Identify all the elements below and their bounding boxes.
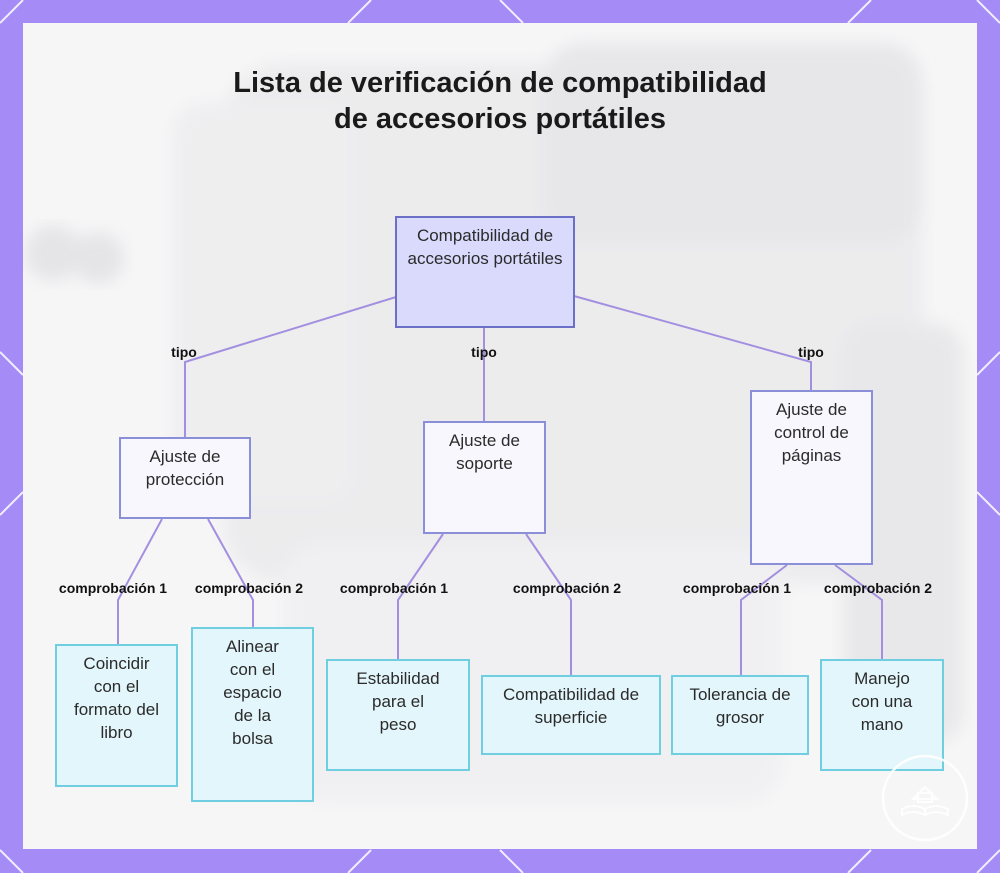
category-label-proteccion: Ajuste de protección <box>145 447 225 489</box>
check-label-estabilidad-peso: Estabilidad para el peso <box>356 669 440 734</box>
category-node-soporte: Ajuste de soporte <box>423 421 546 534</box>
connector-root-cat1 <box>184 296 397 438</box>
category-label-soporte: Ajuste de soporte <box>449 431 520 473</box>
book-emblem-icon <box>881 754 969 842</box>
check-label-compatibilidad-superficie: Compatibilidad de superficie <box>502 685 640 727</box>
check-label-tolerancia-grosor: Tolerancia de grosor <box>689 685 791 727</box>
edge-label-check-1-1: comprobación 1 <box>58 580 168 596</box>
root-node-label: Compatibilidad de accesorios portátiles <box>407 226 563 268</box>
diagram-panel: Lista de verificación de compatibilidad … <box>23 23 977 849</box>
category-node-control-paginas: Ajuste de control de páginas <box>750 390 873 565</box>
edge-label-check-3-1: comprobación 1 <box>682 580 792 596</box>
connector-lines <box>117 295 883 676</box>
root-node: Compatibilidad de accesorios portátiles <box>395 216 575 328</box>
check-node-compatibilidad-superficie: Compatibilidad de superficie <box>481 675 661 755</box>
edge-label-check-2-1: comprobación 1 <box>339 580 449 596</box>
connector-cat1-check2 <box>207 518 254 628</box>
category-label-control-paginas: Ajuste de control de páginas <box>774 400 849 465</box>
connector-cat1-check1 <box>117 518 163 645</box>
check-label-espacio-bolsa: Alinear con el espacio de la bolsa <box>223 637 282 748</box>
check-node-estabilidad-peso: Estabilidad para el peso <box>326 659 470 771</box>
diagram-title: Lista de verificación de compatibilidad … <box>233 67 767 135</box>
check-label-manejo-una-mano: Manejo con una mano <box>851 669 913 734</box>
edge-label-tipo-1: tipo <box>171 344 197 360</box>
edge-label-check-2-2: comprobación 2 <box>512 580 622 596</box>
check-node-espacio-bolsa: Alinear con el espacio de la bolsa <box>191 627 314 802</box>
connector-cat3-check1 <box>740 564 788 676</box>
edge-label-tipo-2: tipo <box>471 344 497 360</box>
check-node-tolerancia-grosor: Tolerancia de grosor <box>671 675 809 755</box>
edge-label-check-1-2: comprobación 2 <box>194 580 304 596</box>
connector-root-cat3 <box>573 295 812 391</box>
check-node-formato-libro: Coincidir con el formato del libro <box>55 644 178 787</box>
connector-cat2-check2 <box>525 533 572 676</box>
category-node-proteccion: Ajuste de protección <box>119 437 251 519</box>
check-node-manejo-una-mano: Manejo con una mano <box>820 659 944 771</box>
connector-cat2-check1 <box>397 533 444 660</box>
check-label-formato-libro: Coincidir con el formato del libro <box>73 654 160 742</box>
edge-label-tipo-3: tipo <box>798 344 824 360</box>
connector-cat3-check2 <box>834 564 883 660</box>
edge-label-check-3-2: comprobación 2 <box>823 580 933 596</box>
